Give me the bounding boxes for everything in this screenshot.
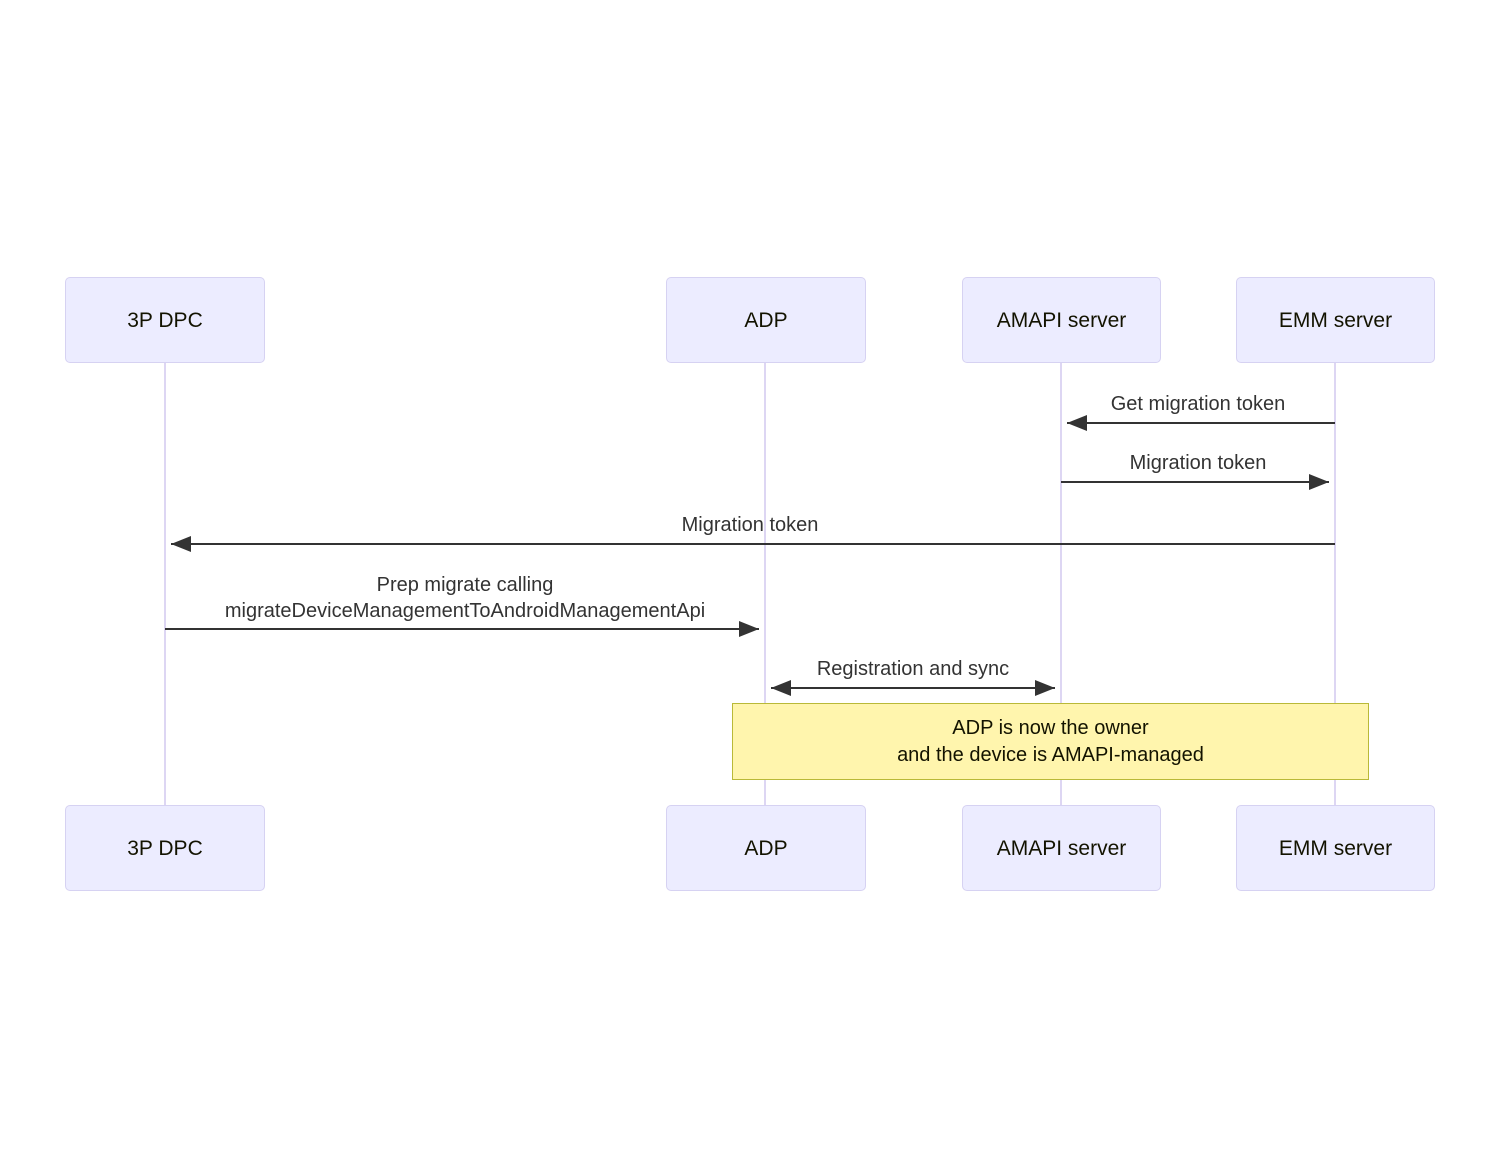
message-label-m1: Get migration token: [1111, 391, 1286, 417]
message-label-line: Migration token: [1129, 452, 1267, 474]
participant-label-adp-bottom: ADP: [744, 836, 788, 860]
message-label-m3: Migration token: [682, 512, 819, 538]
message-label-line: Prep migrate calling: [376, 574, 554, 596]
participant-label-emm-bottom: EMM server: [1278, 836, 1393, 860]
message-label-m4: Prep migrate calling migrateDeviceManagem…: [225, 572, 705, 624]
participant-box-dpc-top[interactable]: 3P DPC: [65, 277, 265, 363]
message-label-m5: Registration and sync: [817, 656, 1009, 682]
message-label-m2: Migration token: [1130, 450, 1267, 476]
message-label-line: Registration and sync: [816, 658, 1010, 680]
participant-label-dpc-top: 3P DPC: [127, 308, 203, 332]
participant-box-adp-top[interactable]: ADP: [666, 277, 866, 363]
participant-label-amapi-top: AMAPI server: [996, 308, 1127, 332]
message-arrows-group: [165, 415, 1335, 696]
participant-box-amapi-bottom[interactable]: AMAPI server: [962, 805, 1161, 891]
message-label-line: migrateDeviceManagementToAndroidManageme…: [224, 600, 706, 622]
message-label-line: Get migration token: [1110, 393, 1286, 415]
participant-label-adp-top: ADP: [744, 308, 788, 332]
participant-box-emm-bottom[interactable]: EMM server: [1236, 805, 1435, 891]
note-text: ADP is now the owner and the device is A…: [897, 716, 1204, 766]
participant-box-emm-top[interactable]: EMM server: [1236, 277, 1435, 363]
participant-box-dpc-bottom[interactable]: 3P DPC: [65, 805, 265, 891]
participant-box-adp-bottom[interactable]: ADP: [666, 805, 866, 891]
note-n1: ADP is now the owner and the device is A…: [732, 703, 1369, 780]
participant-box-amapi-top[interactable]: AMAPI server: [962, 277, 1161, 363]
participant-label-dpc-bottom: 3P DPC: [127, 836, 203, 860]
message-label-line: Migration token: [681, 514, 819, 536]
participant-label-amapi-bottom: AMAPI server: [996, 836, 1127, 860]
participant-label-emm-top: EMM server: [1278, 308, 1393, 332]
